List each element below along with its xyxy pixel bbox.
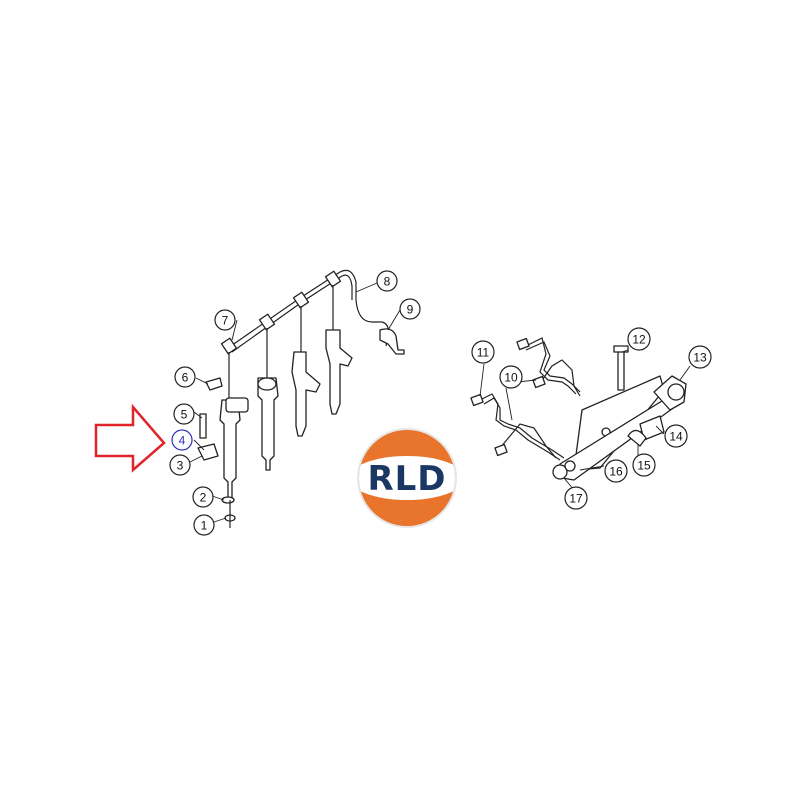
svg-text:12: 12 bbox=[632, 333, 646, 347]
svg-text:9: 9 bbox=[407, 303, 414, 317]
callout-11: 11 bbox=[471, 340, 495, 364]
callout-9: 9 bbox=[399, 298, 421, 320]
callout-7: 7 bbox=[214, 309, 236, 331]
callout-4-highlighted: 4 bbox=[171, 429, 193, 451]
svg-text:10: 10 bbox=[504, 371, 518, 385]
svg-text:14: 14 bbox=[669, 430, 683, 444]
svg-text:17: 17 bbox=[569, 492, 583, 506]
svg-text:6: 6 bbox=[182, 371, 189, 385]
svg-text:15: 15 bbox=[637, 459, 651, 473]
callout-6: 6 bbox=[174, 366, 196, 388]
callout-13: 13 bbox=[688, 345, 712, 369]
callout-5: 5 bbox=[173, 403, 195, 425]
svg-text:13: 13 bbox=[693, 351, 707, 365]
svg-text:8: 8 bbox=[384, 275, 391, 289]
svg-text:3: 3 bbox=[177, 459, 184, 473]
svg-text:16: 16 bbox=[609, 465, 623, 479]
svg-text:7: 7 bbox=[222, 314, 229, 328]
callout-10: 10 bbox=[499, 365, 523, 389]
pointer-arrow-icon bbox=[94, 403, 166, 473]
callout-1: 1 bbox=[193, 514, 215, 536]
svg-text:11: 11 bbox=[477, 346, 490, 360]
callout-12: 12 bbox=[627, 327, 651, 351]
injector-assembly bbox=[197, 269, 405, 528]
svg-text:4: 4 bbox=[179, 434, 186, 448]
callout-3: 3 bbox=[169, 454, 191, 476]
callout-17: 17 bbox=[564, 486, 588, 510]
svg-text:1: 1 bbox=[201, 519, 208, 533]
common-rail-assembly bbox=[470, 337, 687, 481]
rld-logo: RLD bbox=[357, 428, 457, 528]
logo-text: RLD bbox=[367, 459, 446, 499]
callout-15: 15 bbox=[632, 453, 656, 477]
svg-text:2: 2 bbox=[200, 491, 207, 505]
callout-16: 16 bbox=[604, 459, 628, 483]
callout-14: 14 bbox=[664, 424, 688, 448]
svg-text:5: 5 bbox=[181, 408, 188, 422]
callout-2: 2 bbox=[192, 486, 214, 508]
callout-8: 8 bbox=[376, 270, 398, 292]
